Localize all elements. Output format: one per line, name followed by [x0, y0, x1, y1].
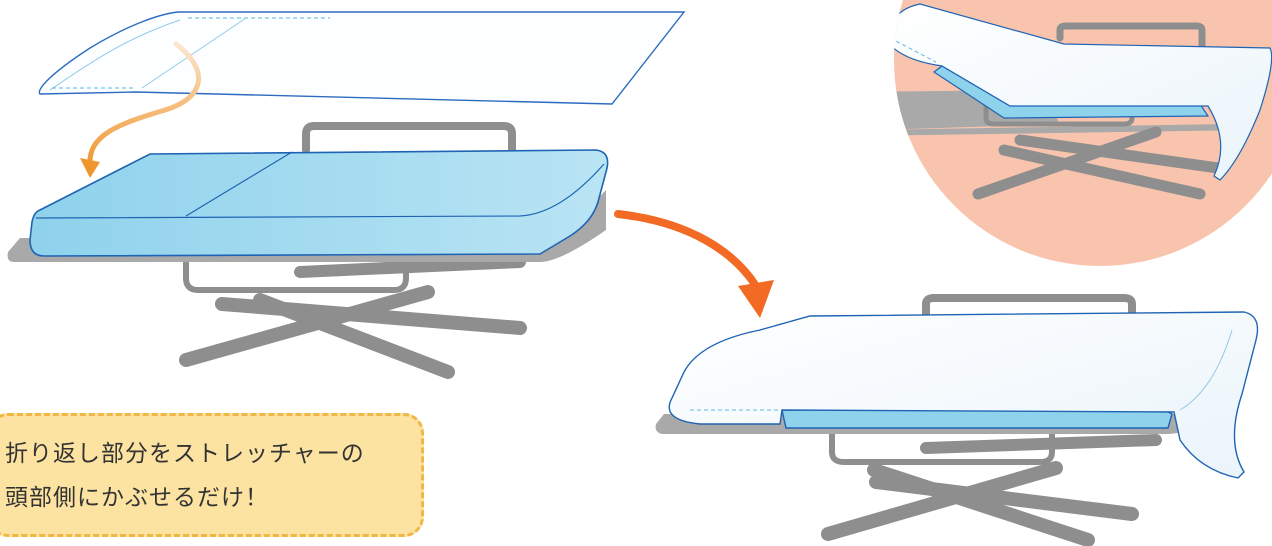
callout-line-1: 折り返し部分をストレッチャーの — [5, 441, 365, 467]
stretcher-left-mattress — [29, 149, 609, 257]
stretcher-left-frame — [179, 122, 527, 379]
transition-arrow — [614, 210, 774, 318]
stretcher-right-sheet — [668, 311, 1259, 479]
callout-line-2: 頭部側にかぶせるだけ！ — [5, 485, 269, 511]
stretcher-left — [7, 122, 609, 379]
fold-arrow — [80, 41, 202, 178]
disposable-sheet — [38, 11, 686, 105]
stretcher-right-frame — [821, 294, 1162, 546]
instruction-callout: 折り返し部分をストレッチャーの 頭部側にかぶせるだけ！ — [0, 413, 424, 537]
inset-detail — [894, 0, 1272, 266]
stretcher-right — [655, 294, 1259, 546]
